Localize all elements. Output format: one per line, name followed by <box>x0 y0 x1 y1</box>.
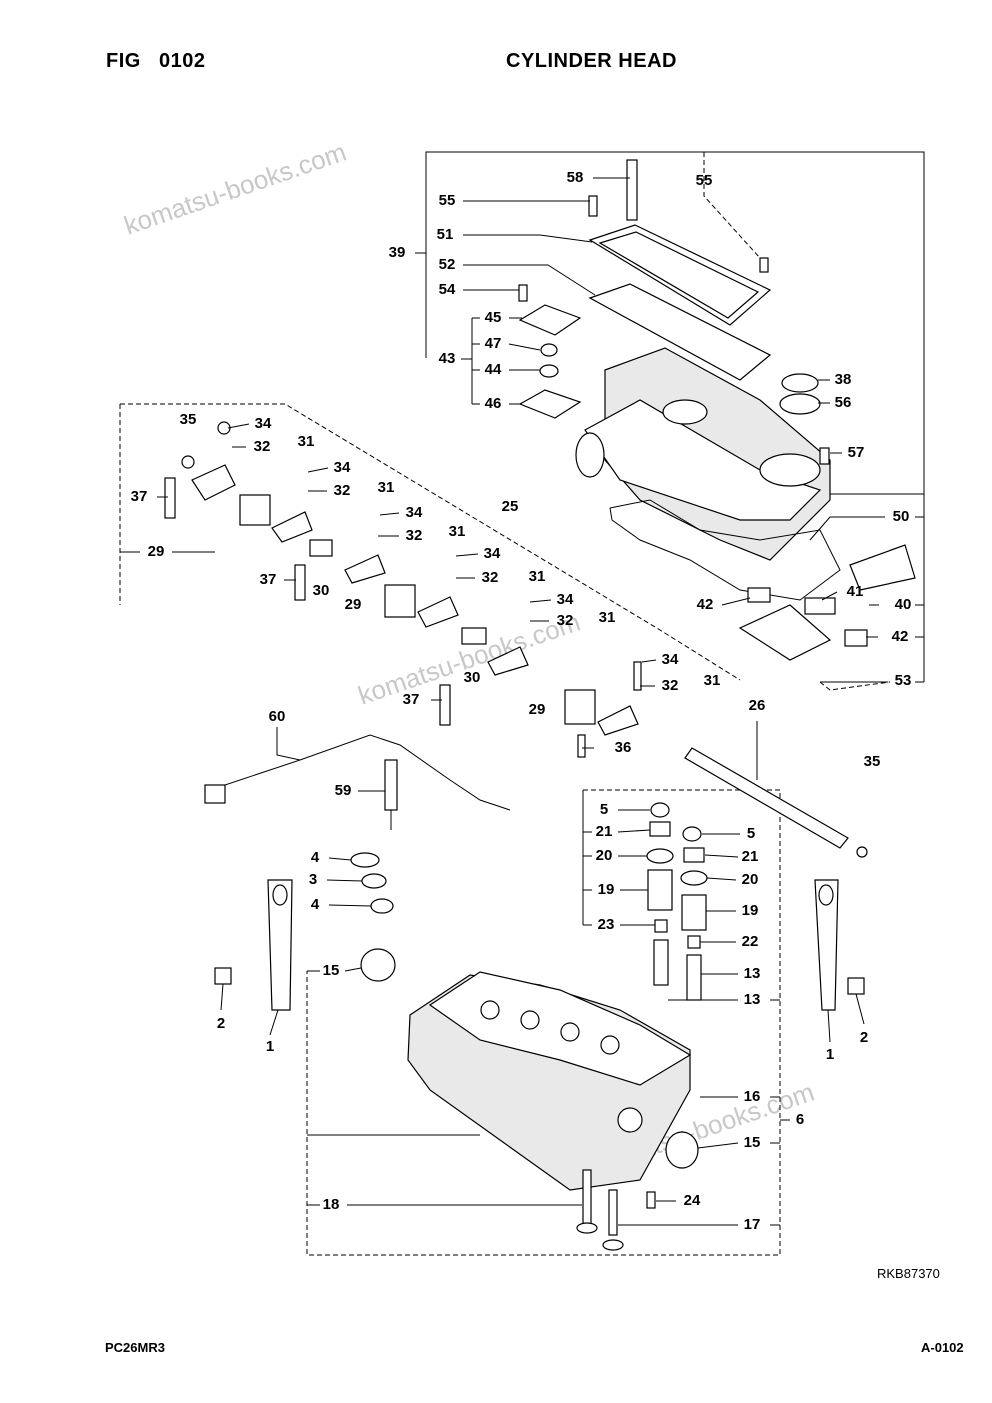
part-callout-46: 46 <box>485 395 502 412</box>
part-callout-56: 56 <box>835 394 852 411</box>
part-callout-34: 34 <box>662 651 679 668</box>
part-callout-2: 2 <box>860 1029 868 1046</box>
part-callout-34: 34 <box>484 545 501 562</box>
part-callout-13: 13 <box>744 965 761 982</box>
part-callout-31: 31 <box>298 433 315 450</box>
part-callout-30: 30 <box>313 582 330 599</box>
part-callout-4: 4 <box>311 896 320 913</box>
part-callout-52: 52 <box>439 256 456 273</box>
part-callout-55: 55 <box>439 192 456 209</box>
part-callout-32: 32 <box>482 569 499 586</box>
part-callout-32: 32 <box>254 438 271 455</box>
part-callout-21: 21 <box>742 848 759 865</box>
part-callout-34: 34 <box>406 504 423 521</box>
part-callout-31: 31 <box>529 568 546 585</box>
part-callout-34: 34 <box>557 591 574 608</box>
part-callout-44: 44 <box>485 361 502 378</box>
part-callout-31: 31 <box>599 609 616 626</box>
part-callout-1: 1 <box>826 1046 834 1063</box>
part-callout-26: 26 <box>749 697 766 714</box>
part-callout-55: 55 <box>696 172 713 189</box>
part-callout-58: 58 <box>567 169 584 186</box>
part-callout-4: 4 <box>311 849 320 866</box>
part-callout-38: 38 <box>835 371 852 388</box>
part-callout-53: 53 <box>895 672 912 689</box>
page-title: CYLINDER HEAD <box>506 50 677 72</box>
part-callout-13: 13 <box>744 991 761 1008</box>
part-callout-37: 37 <box>131 488 148 505</box>
part-callout-59: 59 <box>335 782 352 799</box>
part-callout-34: 34 <box>255 415 272 432</box>
glow-plug-and-lead <box>204 734 511 830</box>
watermark-middle: komatsu-books.com <box>354 607 584 711</box>
fig-number: 0102 <box>159 50 206 72</box>
part-callout-19: 19 <box>742 902 759 919</box>
drawing-code: RKB87370 <box>877 1266 940 1281</box>
part-callout-32: 32 <box>334 482 351 499</box>
part-callout-32: 32 <box>557 612 574 629</box>
part-callout-40: 40 <box>895 596 912 613</box>
part-callout-35: 35 <box>864 753 881 770</box>
part-callout-16: 16 <box>744 1088 761 1105</box>
part-callout-6: 6 <box>796 1111 804 1128</box>
part-callout-42: 42 <box>697 596 714 613</box>
part-callout-54: 54 <box>439 281 456 298</box>
part-callout-21: 21 <box>596 823 613 840</box>
part-callout-43: 43 <box>439 350 456 367</box>
part-callout-34: 34 <box>334 459 351 476</box>
part-callout-31: 31 <box>378 479 395 496</box>
part-callout-45: 45 <box>485 309 502 326</box>
part-callout-5: 5 <box>747 825 755 842</box>
group-brackets <box>119 151 925 1256</box>
part-callout-50: 50 <box>893 508 910 525</box>
part-callout-29: 29 <box>148 543 165 560</box>
leader-lines <box>157 152 891 1226</box>
part-callout-41: 41 <box>847 583 864 600</box>
part-callout-23: 23 <box>598 916 615 933</box>
part-callout-37: 37 <box>403 691 420 708</box>
part-callout-51: 51 <box>437 226 454 243</box>
valve-train-parts <box>646 802 708 1001</box>
fig-label: FIG 0102 <box>106 50 206 73</box>
footer-page-number: A-0102 <box>921 1340 964 1355</box>
part-callout-36: 36 <box>615 739 632 756</box>
part-callout-35: 35 <box>180 411 197 428</box>
part-callout-17: 17 <box>744 1216 761 1233</box>
head-cover <box>518 159 916 661</box>
part-callout-31: 31 <box>704 672 721 689</box>
part-callout-15: 15 <box>323 962 340 979</box>
part-callout-19: 19 <box>598 881 615 898</box>
part-callout-31: 31 <box>449 523 466 540</box>
part-callout-32: 32 <box>406 527 423 544</box>
part-callout-39: 39 <box>389 244 406 261</box>
watermark-top: komatsu-books.com <box>120 137 350 241</box>
part-callout-57: 57 <box>848 444 865 461</box>
part-callout-1: 1 <box>266 1038 274 1055</box>
part-callout-20: 20 <box>596 847 613 864</box>
footer-model: PC26MR3 <box>105 1340 165 1355</box>
part-callout-22: 22 <box>742 933 759 950</box>
fig-label-text: FIG <box>106 50 141 72</box>
part-callout-5: 5 <box>600 801 608 818</box>
part-callout-32: 32 <box>662 677 679 694</box>
part-callout-3: 3 <box>309 871 317 888</box>
part-callout-60: 60 <box>269 708 286 725</box>
part-callout-20: 20 <box>742 871 759 888</box>
part-callout-15: 15 <box>744 1134 761 1151</box>
part-callout-2: 2 <box>217 1015 225 1032</box>
part-callout-37: 37 <box>260 571 277 588</box>
part-callout-29: 29 <box>529 701 546 718</box>
part-callout-29: 29 <box>345 596 362 613</box>
part-callout-24: 24 <box>684 1192 701 1209</box>
cylinder-head <box>214 852 865 1251</box>
part-callout-42: 42 <box>892 628 909 645</box>
part-callout-18: 18 <box>323 1196 340 1213</box>
rocker-arm-assembly <box>164 421 868 858</box>
part-callout-25: 25 <box>502 498 519 515</box>
part-callout-47: 47 <box>485 335 502 352</box>
part-callout-30: 30 <box>464 669 481 686</box>
